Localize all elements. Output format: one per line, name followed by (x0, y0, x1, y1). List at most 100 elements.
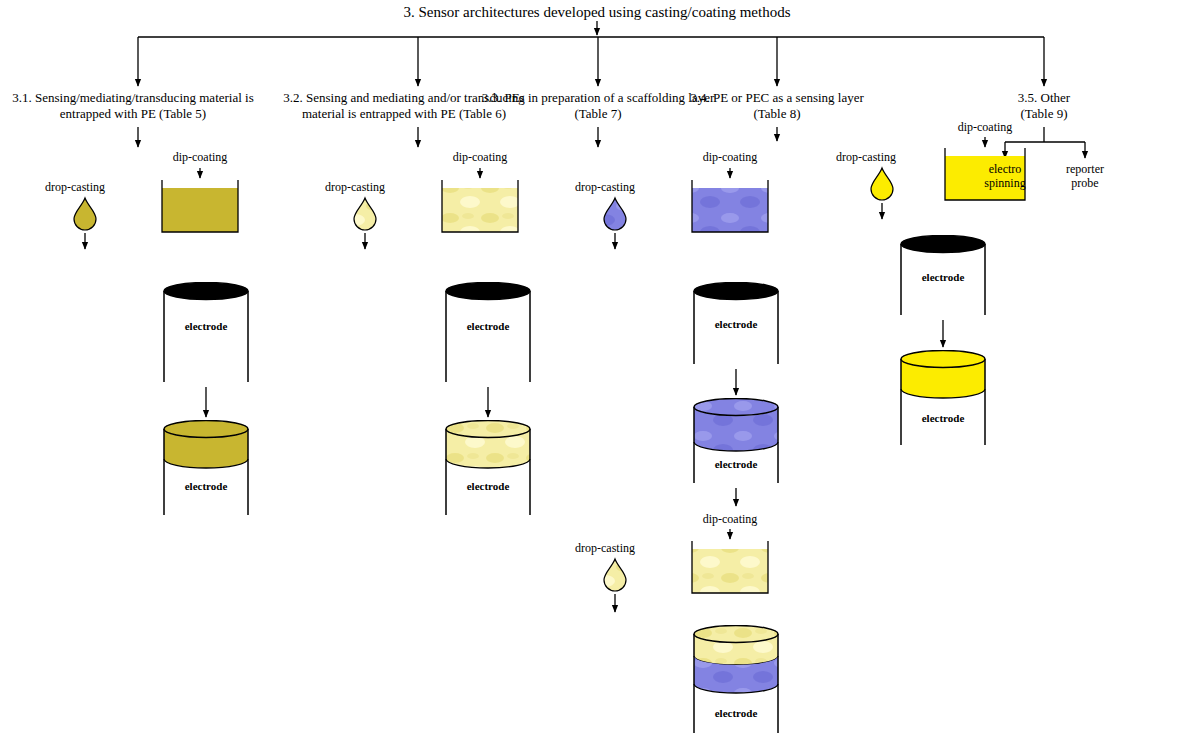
method-label: drop-casting (575, 541, 635, 555)
arrow (597, 127, 598, 147)
electrode-cylinder: electrode (445, 282, 531, 382)
arrow (984, 137, 985, 147)
electrode-cylinder: electrode (445, 420, 531, 515)
cylinder-side (164, 429, 248, 515)
cylinder-outline (693, 398, 779, 483)
beaker-liquid (692, 188, 768, 232)
layer-edge (164, 459, 248, 468)
layer-edge (901, 389, 985, 398)
section-heading: 3.4. PE or PEC as a sensing layer (Table… (677, 90, 877, 121)
arrow (417, 127, 418, 147)
layer-edge (446, 459, 530, 468)
arrow (1084, 142, 1085, 158)
cylinder-top (901, 236, 985, 253)
drop (74, 198, 96, 230)
electrode-label: electrode (693, 318, 779, 331)
beaker-liquid (442, 188, 518, 232)
layer-edge (694, 684, 778, 693)
cylinder-outline (900, 350, 986, 445)
arrow (1043, 37, 1044, 86)
arrow (735, 488, 736, 506)
method-label: drop-casting (45, 180, 105, 194)
arrow (776, 37, 777, 86)
branch-line (1043, 127, 1044, 142)
electrode-cylinder: electrode (693, 625, 779, 733)
cylinder-side (901, 244, 985, 315)
arrow (776, 127, 777, 141)
arrow (137, 127, 138, 147)
layer-edge (694, 442, 778, 451)
cylinder-outline (163, 420, 249, 515)
beaker (692, 541, 768, 593)
method-label: reporter probe (1058, 162, 1113, 191)
branch-line (1005, 141, 1085, 142)
method-label: drop-casting (575, 180, 635, 194)
electrode-cylinder: electrode (900, 235, 986, 315)
method-label: dip-coating (958, 120, 1013, 134)
connector-arrow (487, 387, 488, 417)
arrow (729, 529, 730, 539)
method-label: electro spinning (980, 162, 1030, 191)
arrow (881, 203, 882, 219)
arrow (479, 168, 480, 178)
arrow (597, 37, 598, 86)
cylinder-side (446, 429, 530, 515)
cylinder-top (164, 421, 248, 438)
arrow (199, 168, 200, 178)
method-label: dip-coating (703, 512, 758, 526)
arrow (1004, 142, 1005, 158)
electrode-cylinder: electrode (163, 282, 249, 382)
electrode-label: electrode (693, 458, 779, 471)
arrow (729, 168, 730, 178)
electrode-label: electrode (900, 412, 986, 425)
section-heading: 3.5. Other (Table 9) (1009, 90, 1079, 121)
cylinder-top (446, 421, 530, 438)
arrow (417, 37, 418, 86)
method-label: dip-coating (453, 150, 508, 164)
electrode-label: electrode (693, 707, 779, 720)
cylinder-side (901, 359, 985, 445)
coating-layer (694, 656, 778, 693)
cylinder-side (694, 407, 778, 483)
section-heading: 3.1. Sensing/mediating/transducing mater… (6, 90, 260, 121)
cylinder-side (694, 634, 778, 733)
electrode-label: electrode (163, 480, 249, 493)
cylinder-side (164, 291, 248, 382)
electrode-label: electrode (900, 271, 986, 284)
cylinder-side (446, 291, 530, 382)
cylinder-side (694, 291, 778, 364)
method-label: drop-casting (325, 180, 385, 194)
electrode-label: electrode (445, 320, 531, 333)
arrow (364, 233, 365, 249)
diagram-title: 3. Sensor architectures developed using … (404, 3, 791, 21)
arrow (614, 594, 615, 612)
electrode-cylinder: electrode (163, 420, 249, 515)
arrow (137, 37, 138, 86)
beaker (162, 180, 238, 232)
method-label: drop-casting (836, 150, 896, 164)
arrow (84, 233, 85, 249)
connector-arrow (735, 369, 736, 395)
beaker (692, 180, 768, 232)
section-heading: 3.3. PEs in preparation of a scaffolding… (473, 90, 723, 121)
cylinder-top (901, 351, 985, 368)
electrode-label: electrode (445, 480, 531, 493)
method-label: dip-coating (703, 150, 758, 164)
electrode-label: electrode (163, 320, 249, 333)
arrow (596, 21, 597, 35)
beaker (442, 180, 518, 232)
connector-arrow (942, 320, 943, 347)
arrow (614, 233, 615, 249)
drop (354, 198, 376, 230)
beaker-liquid (692, 549, 768, 593)
cylinder-top (446, 283, 530, 300)
cylinder-top (694, 283, 778, 300)
cylinder-top (694, 399, 778, 416)
drop (604, 198, 626, 230)
electrode-cylinder: electrode (900, 350, 986, 445)
beaker-liquid (162, 188, 238, 232)
branch-line (138, 36, 1044, 37)
cylinder-outline (445, 420, 531, 515)
drop (871, 168, 893, 200)
